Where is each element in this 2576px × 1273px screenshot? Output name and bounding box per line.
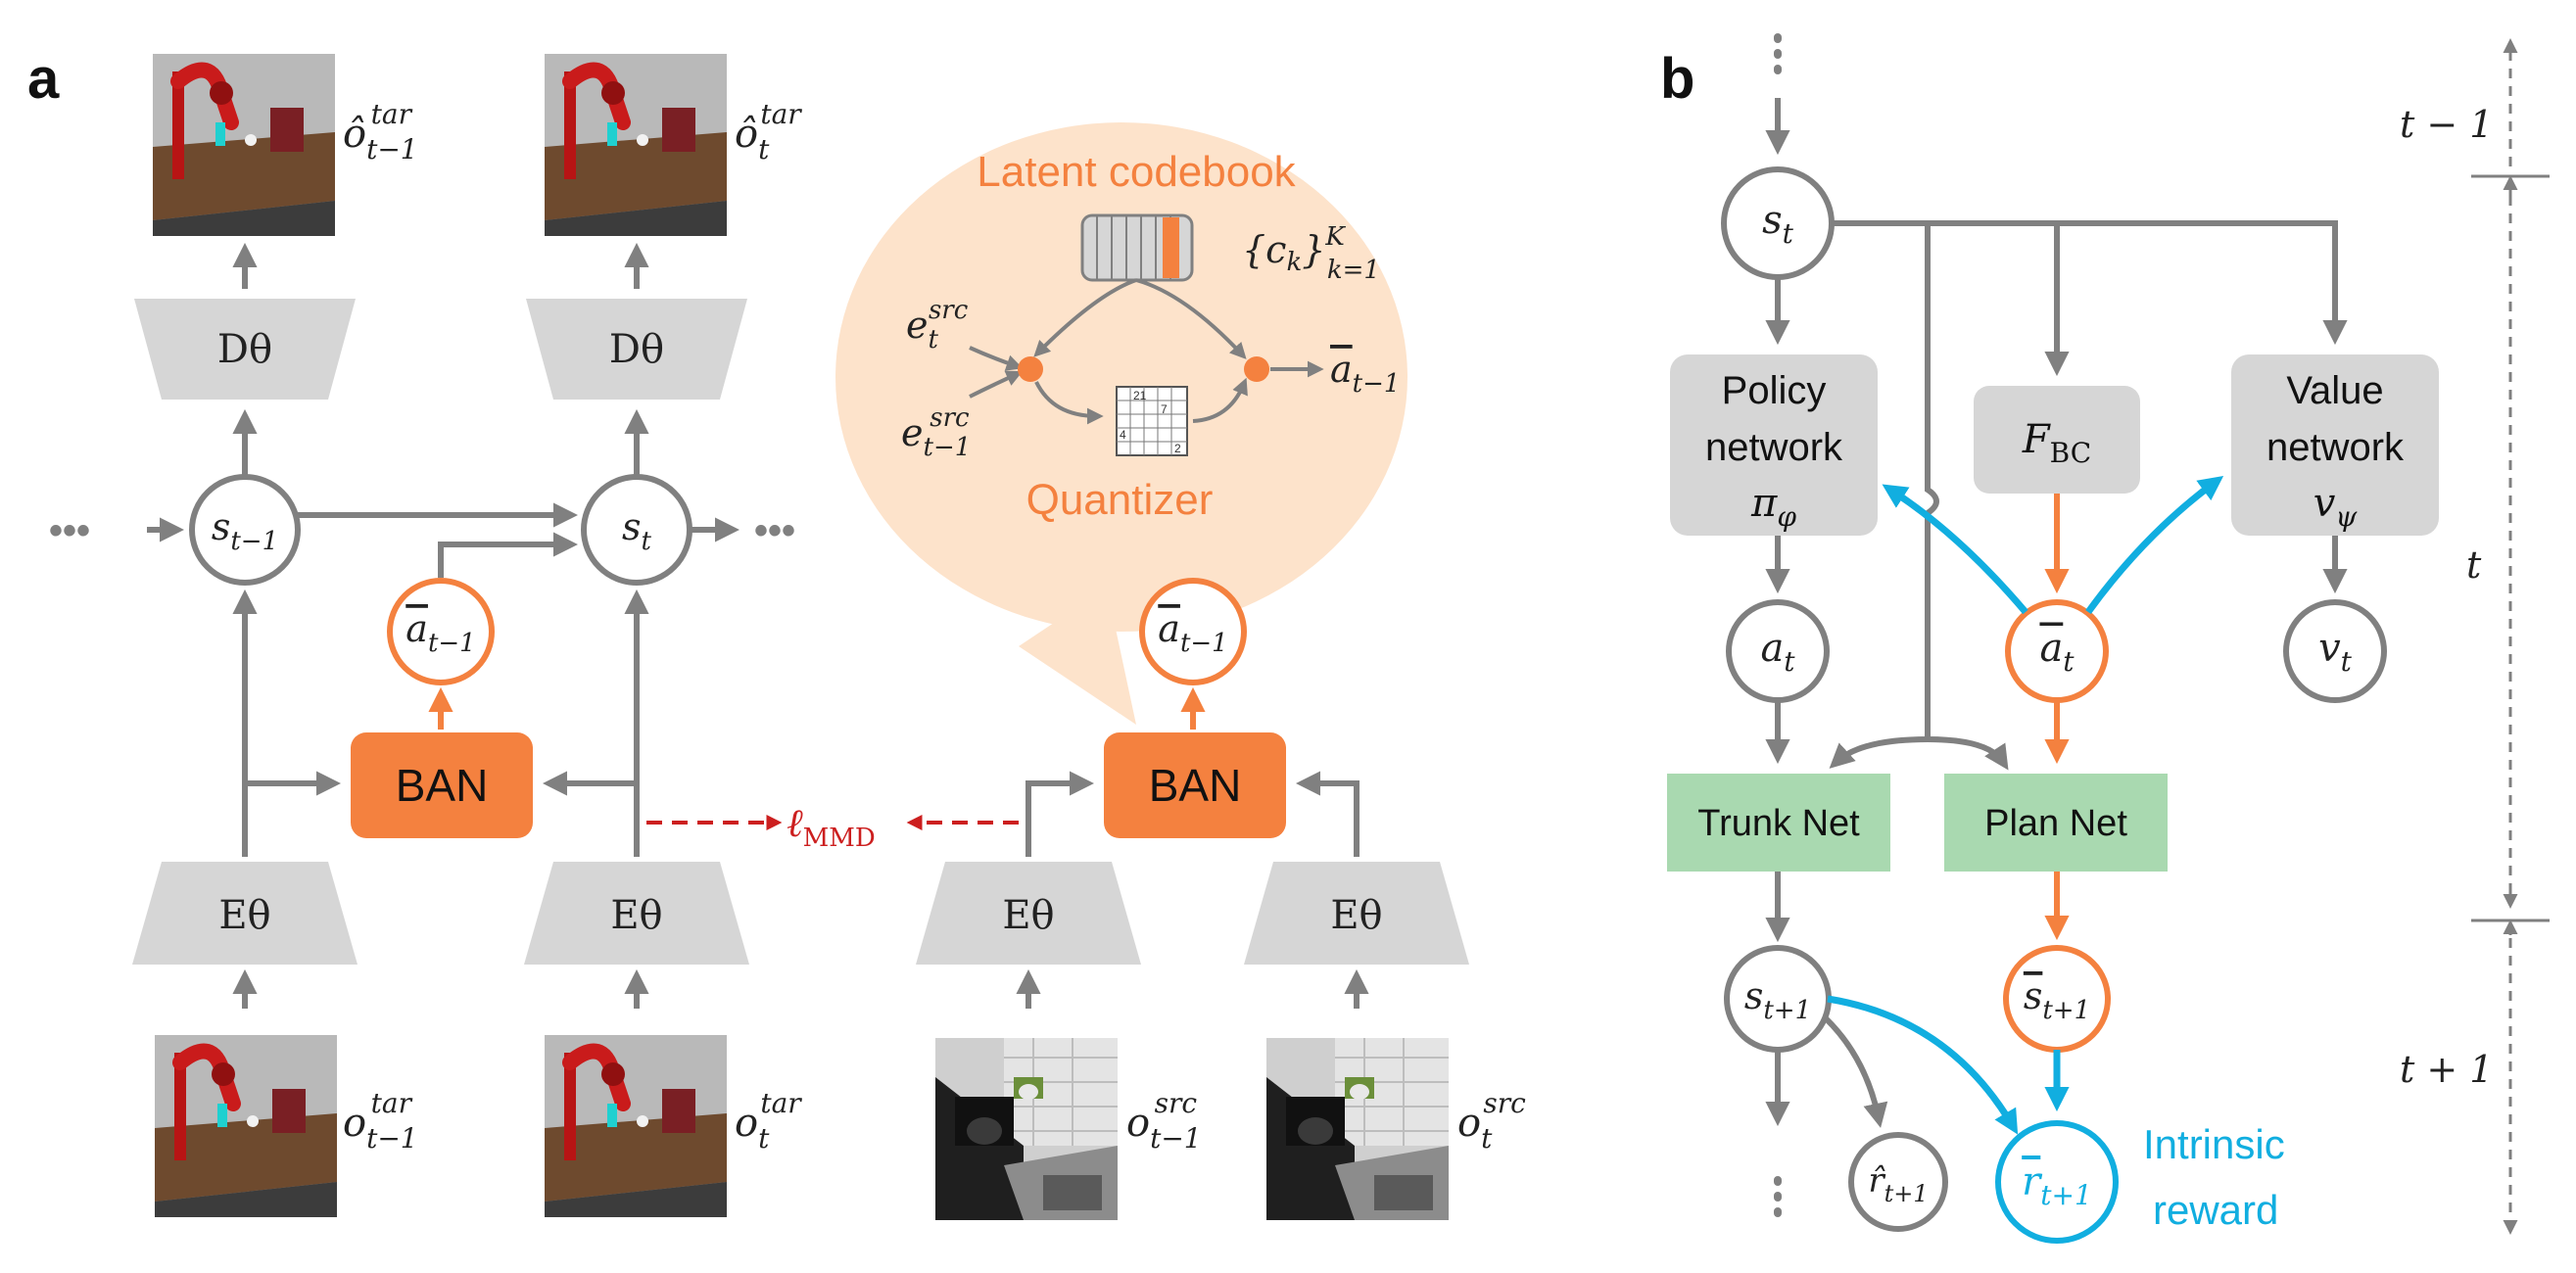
svg-text:Plan Net: Plan Net (1984, 803, 2127, 844)
image-pred-tar-curr (545, 54, 727, 236)
svg-text:at−1: at−1 (405, 607, 475, 658)
svg-text:BAN: BAN (396, 760, 489, 811)
time-prev: t − 1 (2400, 103, 2493, 146)
encoder-src-curr: Eθ (1244, 862, 1469, 965)
svg-text:FBC: FBC (2022, 417, 2091, 469)
svg-text:Eθ: Eθ (1330, 893, 1382, 938)
encoder-tar-curr: Eθ (524, 862, 749, 965)
bubble-quantizer-label: Quantizer (1026, 476, 1214, 524)
codebook-bar (1080, 213, 1194, 282)
value-network-box: Value network vψ (2231, 354, 2439, 536)
reward-hat-node: r̂t+1 (1848, 1132, 1948, 1232)
svg-text:Value: Value (2286, 369, 2383, 412)
svg-text:21: 21 (1133, 389, 1147, 402)
image-obs-src-curr (1265, 1037, 1450, 1221)
svg-text:7: 7 (1161, 402, 1168, 416)
panel-b-blue-arrows (1827, 476, 2224, 1135)
state-node-b-t1: st+1 (1724, 945, 1832, 1053)
image-obs-src-prev (934, 1037, 1119, 1221)
ellipsis-right: ••• (754, 509, 795, 552)
svg-text:at−1: at−1 (1158, 607, 1227, 658)
svg-text:Dθ: Dθ (217, 327, 272, 372)
policy-network-box: Policy network πφ (1670, 354, 1878, 536)
svg-text:vt: vt (2318, 626, 2353, 678)
svg-text:Dθ: Dθ (609, 327, 664, 372)
obs-pred-prev-label: ôt−1tar (343, 98, 418, 165)
svg-text:BAN: BAN (1149, 760, 1242, 811)
action-bar-node-b: at (2005, 599, 2109, 703)
state-node-b-t: st (1721, 166, 1835, 280)
merge-point-right (1244, 356, 1269, 382)
panel-a-label: a (27, 47, 60, 111)
svg-text:Trunk Net: Trunk Net (1697, 803, 1860, 844)
action-node-target: at−1 (387, 578, 495, 685)
panel-a-orange-arrows (428, 686, 1206, 730)
obs-pred-curr-label: ôttar (735, 98, 802, 165)
obs-src-curr-label: otsrc (1457, 1087, 1526, 1155)
intrinsic-reward-label-2: reward (2153, 1187, 2278, 1233)
embed-t-1-label: et−1src (901, 403, 971, 462)
decoder-prev: Dθ (134, 299, 356, 400)
intrinsic-reward-label-1: Intrinsic (2143, 1121, 2285, 1167)
state-node-prev: st−1 (189, 474, 301, 586)
value-node-b: vt (2283, 599, 2387, 703)
svg-text:Eθ: Eθ (610, 893, 662, 938)
svg-text:rt+1: rt+1 (2022, 1159, 2092, 1211)
quantizer-grid: 21 7 4 2 (1116, 386, 1188, 456)
svg-text:Eθ: Eθ (1002, 893, 1054, 938)
state-bar-node-b-t1: st+1 (2003, 945, 2111, 1053)
svg-text:at: at (2039, 626, 2075, 678)
obs-src-prev-label: ot−1src (1126, 1087, 1202, 1155)
ban-box-target: BAN (351, 732, 533, 838)
svg-text:Eθ: Eθ (218, 893, 270, 938)
merge-point-left (1018, 356, 1043, 382)
encoder-src-prev: Eθ (916, 862, 1141, 965)
plan-net-box: Plan Net (1944, 774, 2168, 872)
timeline: t − 1 t t + 1 (2400, 38, 2550, 1235)
encoder-tar-prev: Eθ (132, 862, 358, 965)
trunk-net-box: Trunk Net (1667, 774, 1890, 872)
fbc-box: FBC (1974, 386, 2140, 494)
obs-tar-curr-label: ottar (735, 1087, 802, 1155)
reward-bar-node: rt+1 (1995, 1120, 2119, 1244)
obs-tar-prev-label: ot−1tar (343, 1087, 418, 1155)
image-pred-tar-prev (153, 54, 335, 236)
svg-text:network: network (1705, 426, 1843, 469)
svg-text:4: 4 (1120, 428, 1126, 442)
action-node-b: at (1726, 599, 1830, 703)
action-node-source: at−1 (1139, 578, 1247, 685)
image-obs-tar-curr (545, 1035, 727, 1217)
svg-text:st+1: st+1 (2024, 974, 2090, 1025)
bubble-title: Latent codebook (977, 148, 1296, 196)
panel-b-label: b (1660, 47, 1694, 111)
svg-text:Policy: Policy (1722, 369, 1827, 412)
panel-a-arrows (147, 242, 1369, 1009)
state-node-curr: st (581, 474, 692, 586)
time-next: t + 1 (2400, 1048, 2493, 1091)
mmd-loss: ℓMMD (646, 801, 1019, 853)
svg-text:2: 2 (1174, 442, 1181, 455)
time-curr: t (2466, 543, 2482, 587)
bubble-output-label: at−1 (1330, 348, 1400, 399)
svg-text:ℓMMD: ℓMMD (787, 801, 876, 853)
panel-b: b st Policy network πφ FBC Value network (1660, 33, 2550, 1244)
ban-box-source: BAN (1104, 732, 1286, 838)
svg-text:network: network (2266, 426, 2405, 469)
image-obs-tar-prev (155, 1035, 337, 1217)
ellipsis-left: ••• (49, 509, 90, 552)
decoder-curr: Dθ (526, 299, 747, 400)
